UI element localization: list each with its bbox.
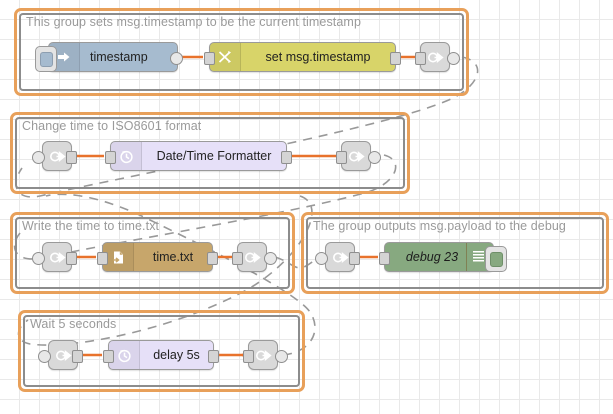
node-debug-23[interactable]: debug 23 <box>379 242 507 272</box>
node-link-out-iso[interactable] <box>336 141 381 171</box>
node-delay-5s[interactable]: delay 5s <box>103 340 219 370</box>
output-port[interactable] <box>275 350 288 363</box>
link-node-icon <box>42 142 72 170</box>
input-port[interactable] <box>336 151 347 164</box>
group-inner-border <box>15 217 290 289</box>
input-port[interactable] <box>379 252 390 265</box>
input-port[interactable] <box>243 350 254 363</box>
group-label: Wait 5 seconds <box>30 317 117 331</box>
node-label: delay 5s <box>153 348 200 362</box>
input-port[interactable] <box>315 252 328 265</box>
group-inner-border <box>15 117 405 189</box>
output-port[interactable] <box>390 52 401 65</box>
node-label: debug 23 <box>405 250 459 264</box>
group-label: Change time to ISO8601 format <box>22 119 202 133</box>
inject-trigger-button[interactable] <box>35 46 57 72</box>
group-writefile[interactable]: Write the time to time.txt <box>10 212 295 294</box>
node-link-in-iso[interactable] <box>32 141 77 171</box>
input-port[interactable] <box>415 52 426 65</box>
input-port[interactable] <box>105 151 116 164</box>
debug-stripes-icon <box>466 243 489 271</box>
node-datetime-formatter[interactable]: Date/Time Formatter <box>105 141 292 171</box>
output-port[interactable] <box>207 252 218 265</box>
group-inner-border <box>306 217 604 289</box>
group-timestamp[interactable]: This group sets msg.timestamp to be the … <box>14 8 469 96</box>
node-label: set msg.timestamp <box>265 50 371 64</box>
input-port[interactable] <box>32 252 45 265</box>
output-port[interactable] <box>447 52 460 65</box>
output-port[interactable] <box>349 252 360 265</box>
output-port[interactable] <box>170 52 183 65</box>
node-link-out-timestamp[interactable] <box>415 42 460 72</box>
link-node-icon <box>420 43 450 71</box>
input-port[interactable] <box>232 252 243 265</box>
input-port[interactable] <box>38 350 51 363</box>
link-node-icon <box>248 341 278 369</box>
output-port[interactable] <box>208 350 219 363</box>
node-link-out-file[interactable] <box>232 242 277 272</box>
group-label: Write the time to time.txt <box>22 219 160 233</box>
group-debug[interactable]: The group outputs msg.payload to the deb… <box>301 212 609 294</box>
clock-icon <box>109 341 140 369</box>
link-node-icon <box>48 341 78 369</box>
group-label: The group outputs msg.payload to the deb… <box>313 219 566 233</box>
node-link-in-debug[interactable] <box>315 242 360 272</box>
inject-button-square <box>39 51 53 67</box>
group-inner-border <box>23 315 300 387</box>
node-inject-timestamp[interactable]: timestamp <box>35 42 183 72</box>
node-link-in-wait[interactable] <box>38 340 83 370</box>
debug-button-square <box>489 251 503 267</box>
node-label: time.txt <box>152 250 194 264</box>
group-label: This group sets msg.timestamp to be the … <box>26 15 361 29</box>
input-port[interactable] <box>103 350 114 363</box>
link-node-icon <box>237 243 267 271</box>
debug-toggle-button[interactable] <box>485 246 507 272</box>
input-port[interactable] <box>32 151 45 164</box>
output-port[interactable] <box>66 151 77 164</box>
link-node-icon <box>325 243 355 271</box>
output-port[interactable] <box>368 151 381 164</box>
output-port[interactable] <box>66 252 77 265</box>
output-port[interactable] <box>72 350 83 363</box>
node-change-timestamp[interactable]: set msg.timestamp <box>204 42 401 72</box>
group-inner-border <box>19 13 464 91</box>
node-file-timetxt[interactable]: time.txt <box>97 242 218 272</box>
input-port[interactable] <box>97 252 108 265</box>
node-link-out-wait[interactable] <box>243 340 288 370</box>
group-wait[interactable]: Wait 5 seconds <box>18 310 305 392</box>
change-swap-icon <box>210 43 241 71</box>
group-iso8601[interactable]: Change time to ISO8601 format <box>10 112 410 194</box>
node-label: timestamp <box>90 50 148 64</box>
output-port[interactable] <box>281 151 292 164</box>
clock-icon <box>111 142 142 170</box>
node-link-in-file[interactable] <box>32 242 77 272</box>
link-node-icon <box>341 142 371 170</box>
node-label: Date/Time Formatter <box>156 149 272 163</box>
output-port[interactable] <box>264 252 277 265</box>
link-node-icon <box>42 243 72 271</box>
input-port[interactable] <box>204 52 215 65</box>
file-write-icon <box>103 243 134 271</box>
